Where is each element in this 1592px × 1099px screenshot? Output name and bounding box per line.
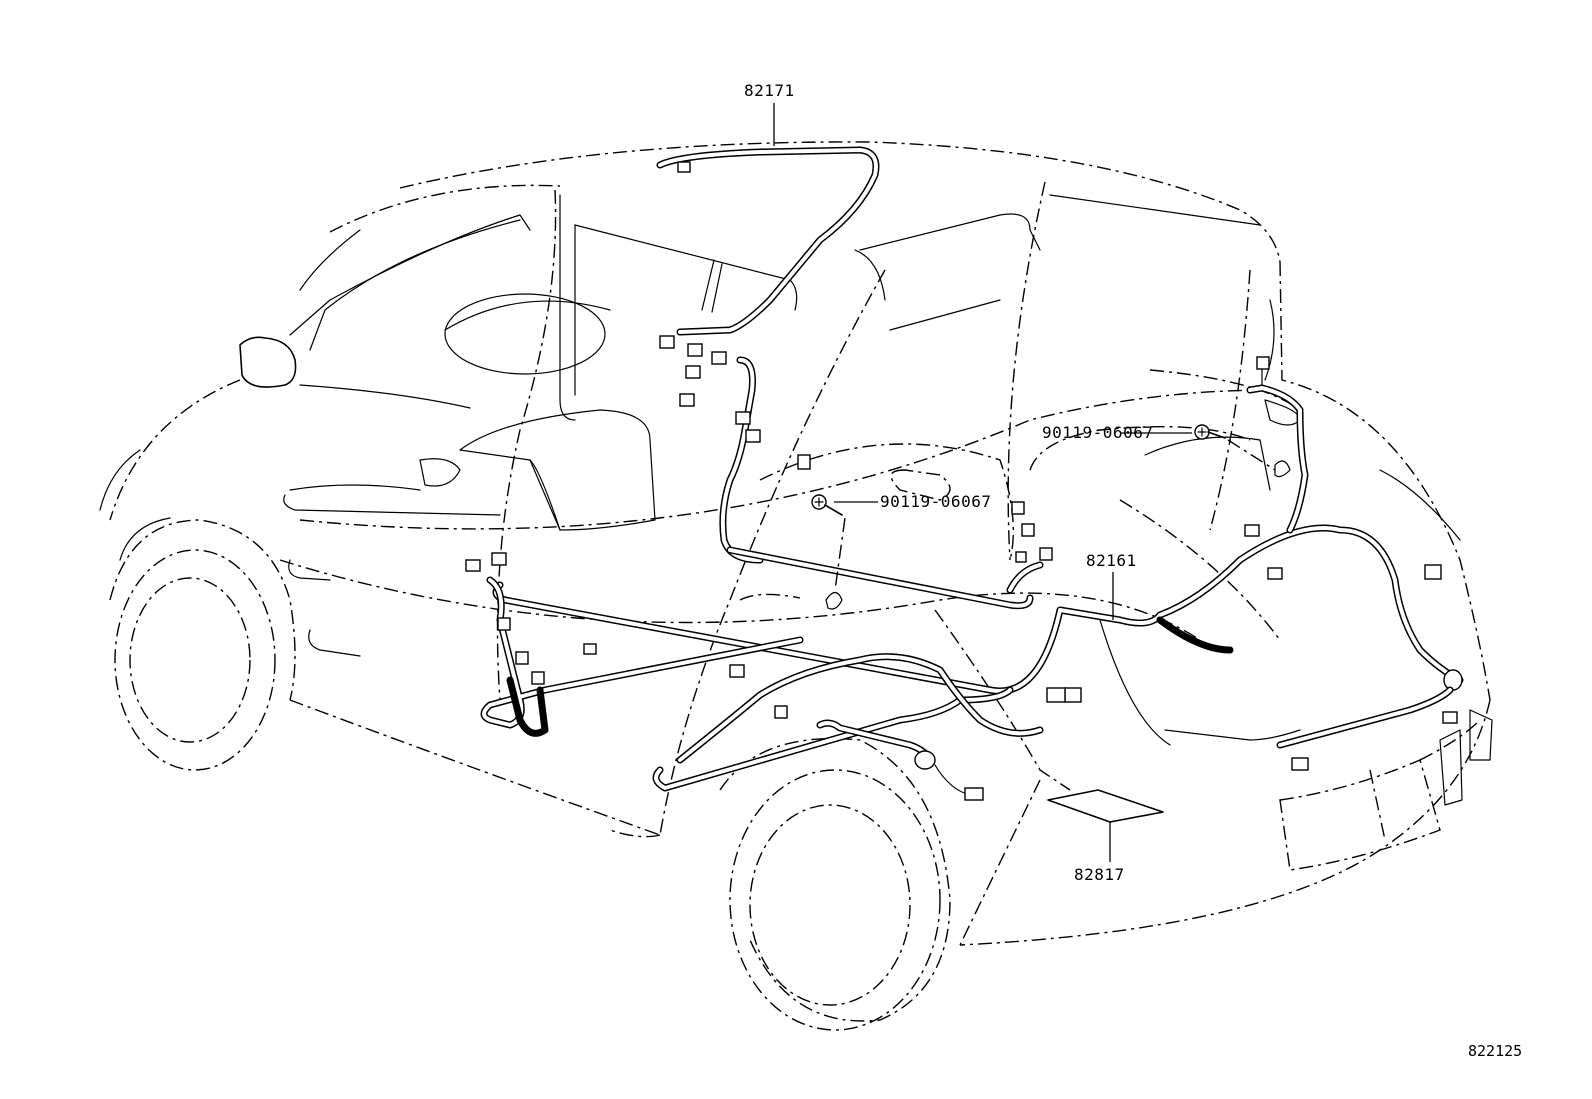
label-protector: 82817: [1074, 865, 1125, 884]
pillar-harness[interactable]: [659, 335, 811, 564]
lower-body-harness[interactable]: [652, 653, 1458, 801]
car-body-outline: [109, 141, 1491, 1031]
floor-harness[interactable]: [492, 356, 1464, 703]
diagram-reference-number: 822125: [1468, 1042, 1522, 1060]
leader-lines: [773, 103, 1192, 862]
label-bolt-right: 90119-06067: [1042, 423, 1153, 442]
bolt-right[interactable]: [1194, 424, 1291, 478]
bolt-center[interactable]: [811, 494, 846, 610]
protector-part[interactable]: [1047, 789, 1164, 823]
label-roof-harness: 82171: [744, 81, 795, 100]
label-floor-harness: 82161: [1086, 551, 1137, 570]
roof-harness[interactable]: [656, 146, 880, 336]
roof-connector: [677, 161, 691, 173]
car-body-solid: [99, 194, 1493, 806]
label-bolt-center: 90119-06067: [880, 492, 991, 511]
left-floor-harness[interactable]: [465, 552, 804, 737]
